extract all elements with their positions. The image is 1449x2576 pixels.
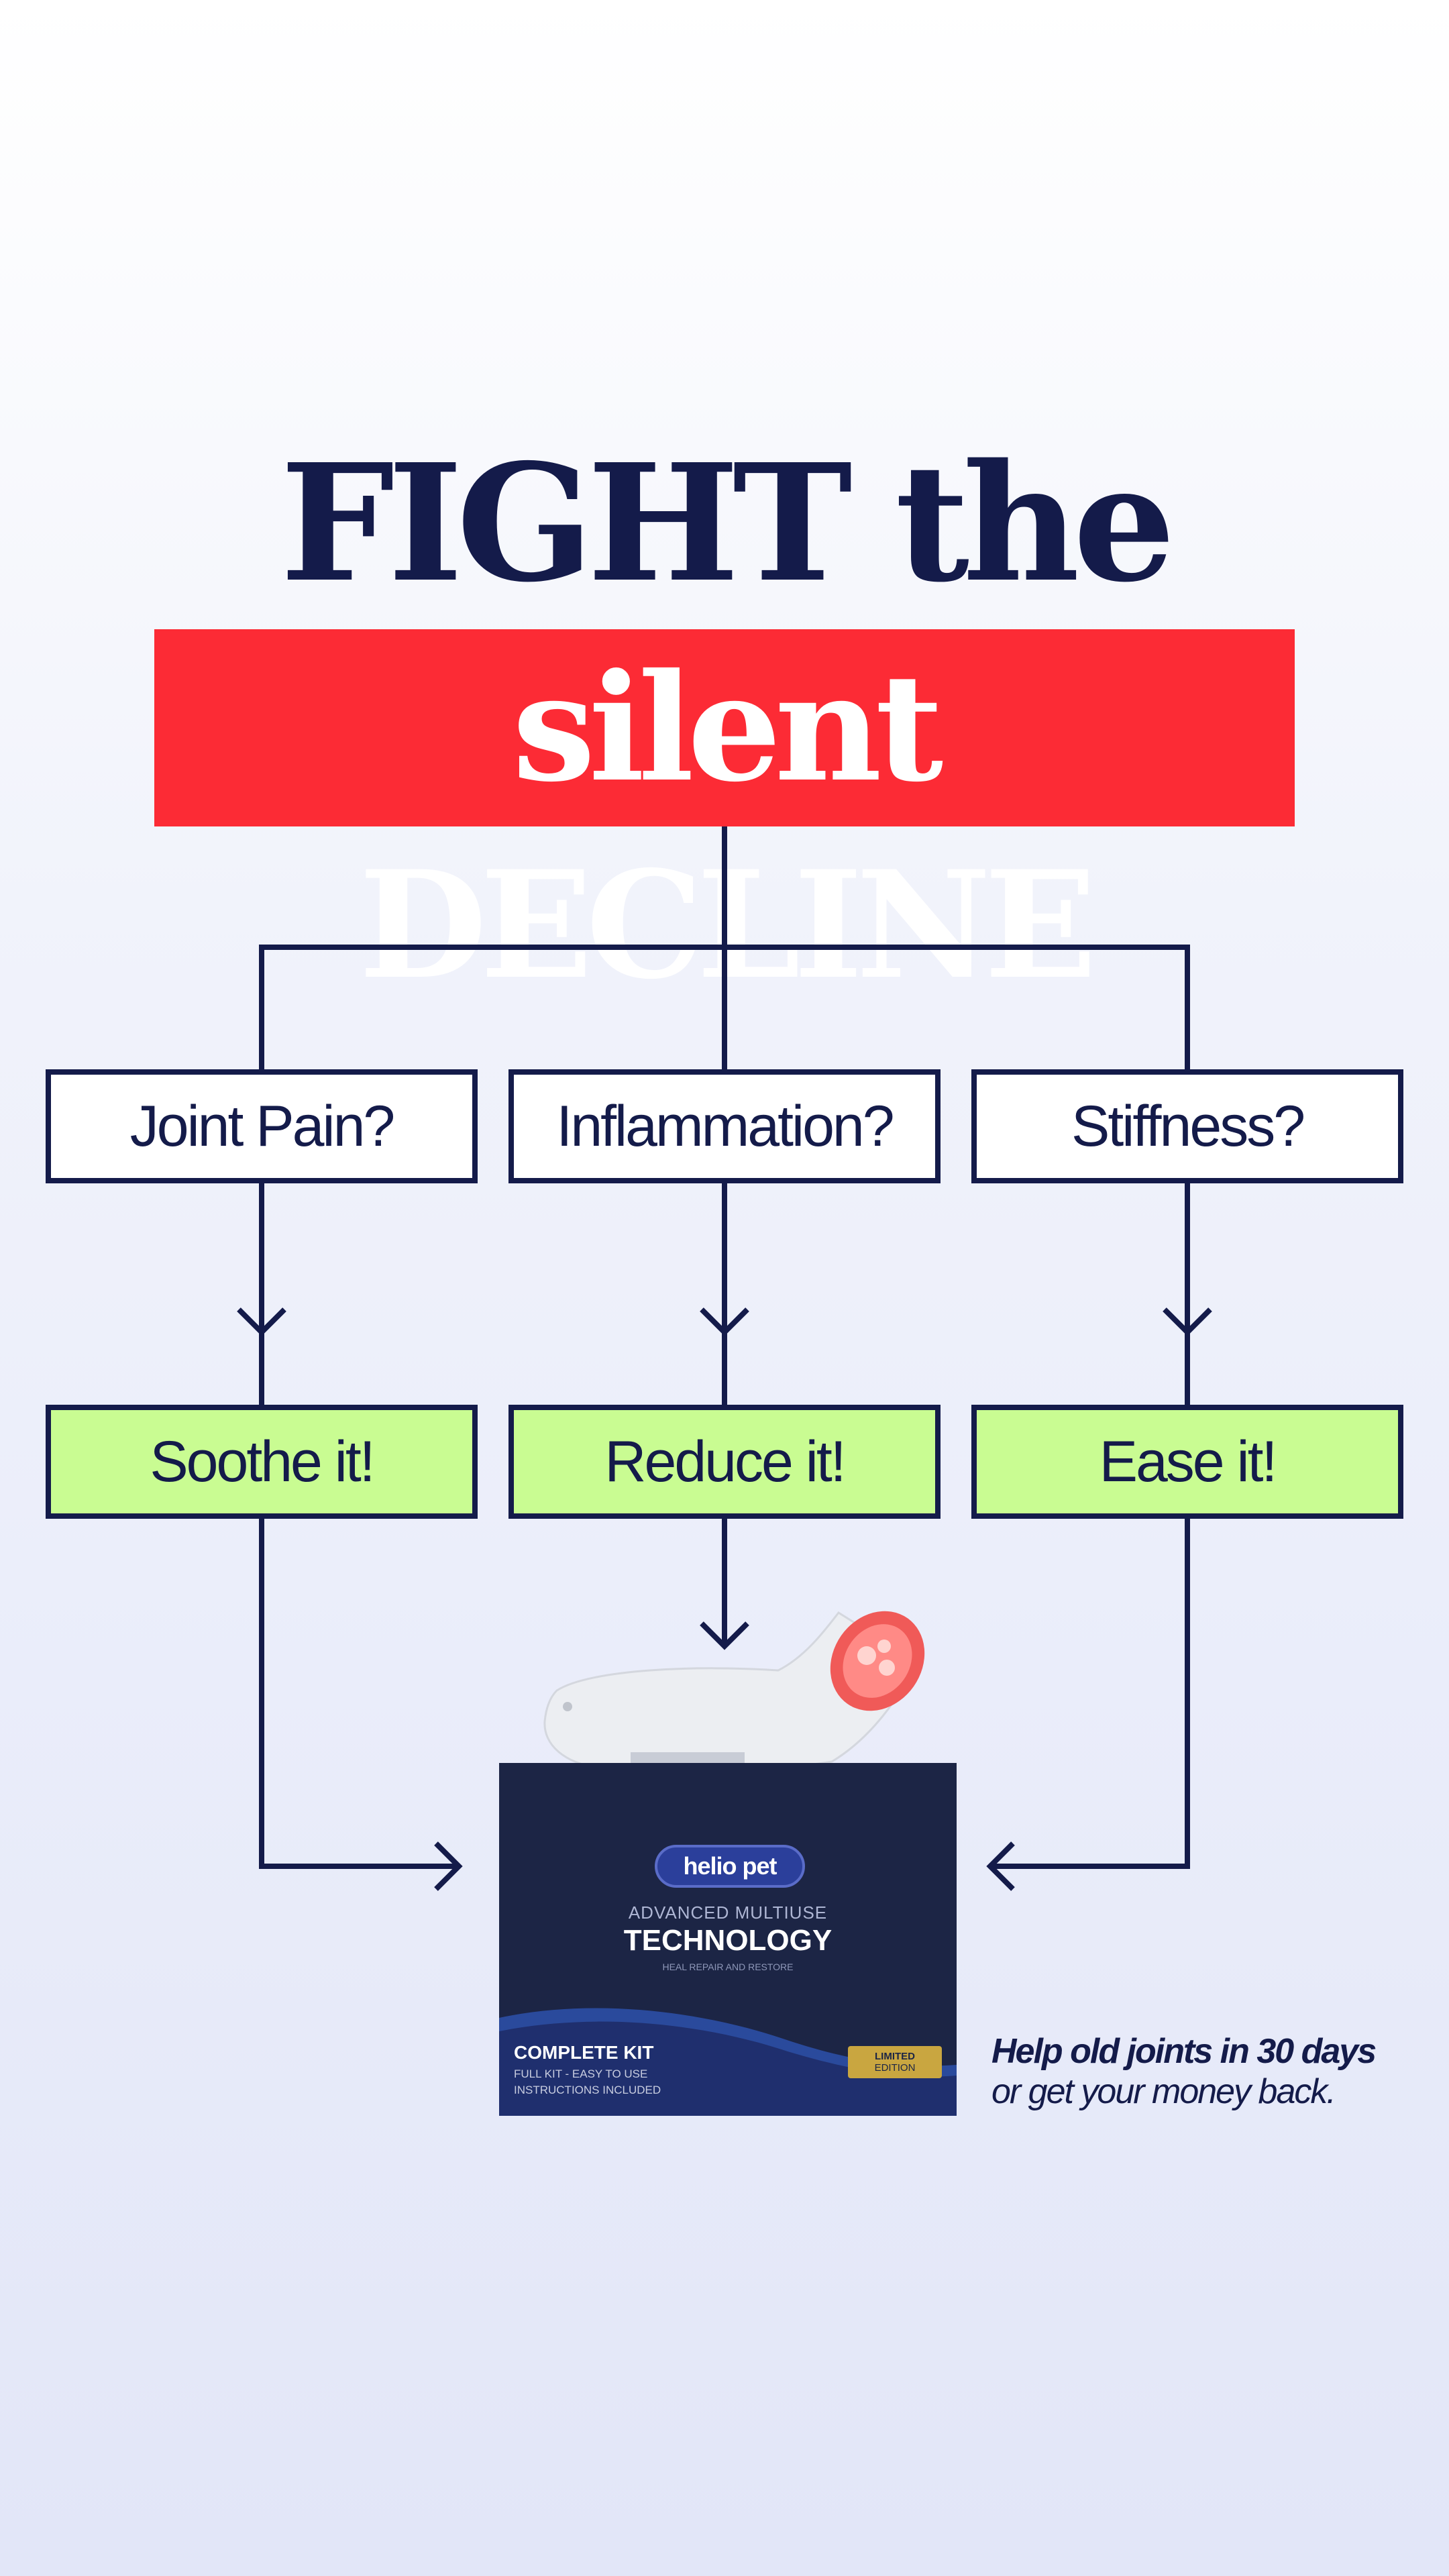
badge-line-1: LIMITED [875,2051,915,2062]
product-box: helio pet ADVANCED MULTIUSE TECHNOLOGY H… [499,1763,957,2116]
answer-ease: Ease it! [971,1405,1403,1519]
question-inflammation: Inflammation? [508,1069,941,1183]
arrow-head-middle [700,1621,749,1650]
answer-soothe: Soothe it! [46,1405,478,1519]
limited-edition-badge: LIMITED EDITION [848,2046,942,2078]
headline-line-2: silent DECLINE [359,641,1097,1012]
kit-line-2: INSTRUCTIONS INCLUDED [514,2084,661,2096]
question-joint-pain: Joint Pain? [46,1069,478,1183]
money-back-guarantee: Help old joints in 30 days or get your m… [991,2031,1377,2112]
box-title: TECHNOLOGY [623,1924,833,1957]
branch-line [259,945,1190,1069]
kit-line-1: FULL KIT - EASY TO USE [514,2068,648,2080]
badge-line-2: EDITION [874,2062,916,2074]
box-wave-graphic [499,2008,957,2116]
arrow-head-left [434,1841,463,1891]
box-tagline: HEAL REPAIR AND RESTORE [662,1962,794,1972]
arrow-head-3 [1163,1307,1212,1336]
arrow-head-right [986,1841,1015,1891]
kit-label: COMPLETE KIT [514,2042,654,2063]
box-subtitle: ADVANCED MULTIUSE [628,1902,828,1923]
headline-highlight [154,629,1295,826]
arrow-head-2 [700,1307,749,1336]
red-light-device [543,1611,925,1771]
guarantee-line-1: Help old joints in 30 days [991,2032,1377,2071]
answer-reduce: Reduce it! [508,1405,941,1519]
headline-line-1: FIGHT the [280,429,1176,618]
brand-logo: helio pet [655,1845,805,1888]
question-stiffness: Stiffness? [971,1069,1403,1183]
guarantee-line-2: or get your money back. [991,2072,1336,2111]
arrow-head-1 [237,1307,286,1336]
path-right [990,1519,1190,1869]
path-left [259,1519,459,1869]
